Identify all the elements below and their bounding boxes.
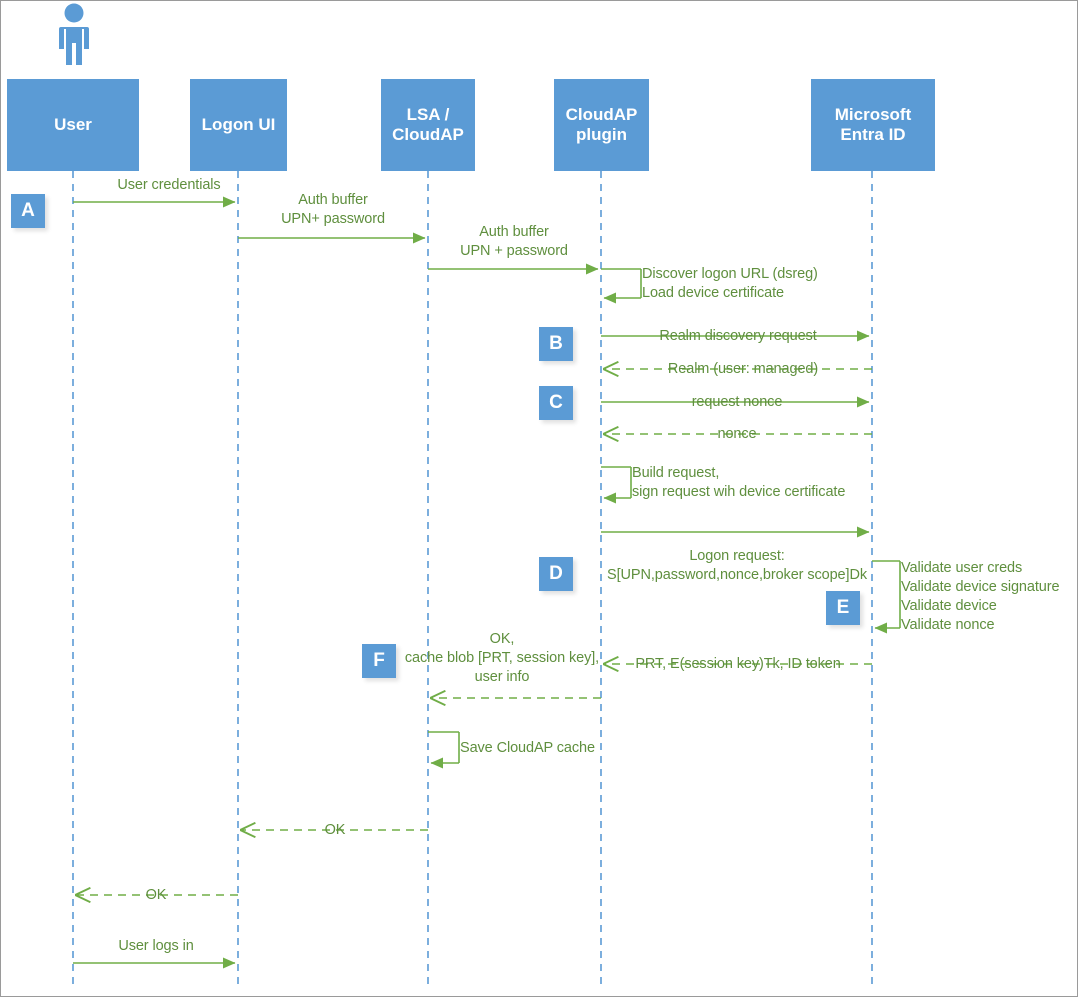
message-label-m15: OK — [324, 822, 346, 838]
message-label-m6: Realm (user: managed) — [667, 361, 819, 377]
step-badge-letter: B — [549, 333, 563, 354]
participant-label: Logon UI — [201, 115, 276, 135]
message-label-m11: Validate user creds Validate device sign… — [901, 560, 1060, 633]
step-badge-letter: C — [549, 392, 563, 413]
message-label-m17: User logs in — [118, 938, 194, 954]
step-badge-letter: D — [549, 563, 563, 584]
step-badge-c: C — [539, 386, 573, 420]
self-message-m11 — [872, 560, 901, 634]
message-label-m13: OK, cache blob [PRT, session key], user … — [404, 631, 600, 685]
message-label-m2: Auth buffer UPN+ password — [281, 192, 385, 227]
participant-label: CloudAP plugin — [565, 105, 638, 144]
participant-box-user: User — [7, 79, 139, 171]
message-label-m14: Save CloudAP cache — [460, 740, 595, 756]
participant-label: LSA / CloudAP — [392, 105, 464, 144]
participant-box-entra: Microsoft Entra ID — [811, 79, 935, 171]
self-message-m4 — [601, 268, 642, 304]
participant-label: User — [54, 115, 92, 135]
step-badge-b: B — [539, 327, 573, 361]
step-badge-letter: E — [836, 597, 850, 618]
participant-box-plugin: CloudAP plugin — [554, 79, 649, 171]
message-label-m4: Discover logon URL (dsreg) Load device c… — [642, 266, 818, 301]
participant-box-logonui: Logon UI — [190, 79, 287, 171]
step-badge-e: E — [826, 591, 860, 625]
participant-box-lsa: LSA / CloudAP — [381, 79, 475, 171]
step-badge-f: F — [362, 644, 396, 678]
message-label-m9: Build request, sign request wih device c… — [632, 465, 846, 500]
step-badge-letter: A — [21, 200, 35, 221]
self-message-m14 — [428, 731, 460, 769]
step-badge-d: D — [539, 557, 573, 591]
message-label-m10: Logon request: S[UPN,password,nonce,brok… — [607, 548, 867, 583]
message-label-m12: PRT, E(session key)Tk, ID token — [635, 656, 841, 672]
step-badge-a: A — [11, 194, 45, 228]
message-label-m16: OK — [145, 887, 167, 903]
message-label-m3: Auth buffer UPN + password — [460, 224, 568, 259]
step-badge-letter: F — [373, 650, 385, 671]
message-label-m5: Realm discovery request — [659, 328, 817, 344]
person-icon — [53, 3, 95, 67]
message-label-m7: request nonce — [691, 394, 783, 410]
self-message-m9 — [601, 466, 632, 504]
message-label-m1: User credentials — [117, 177, 221, 193]
message-label-m8: nonce — [717, 426, 757, 442]
participant-label: Microsoft Entra ID — [834, 105, 912, 144]
